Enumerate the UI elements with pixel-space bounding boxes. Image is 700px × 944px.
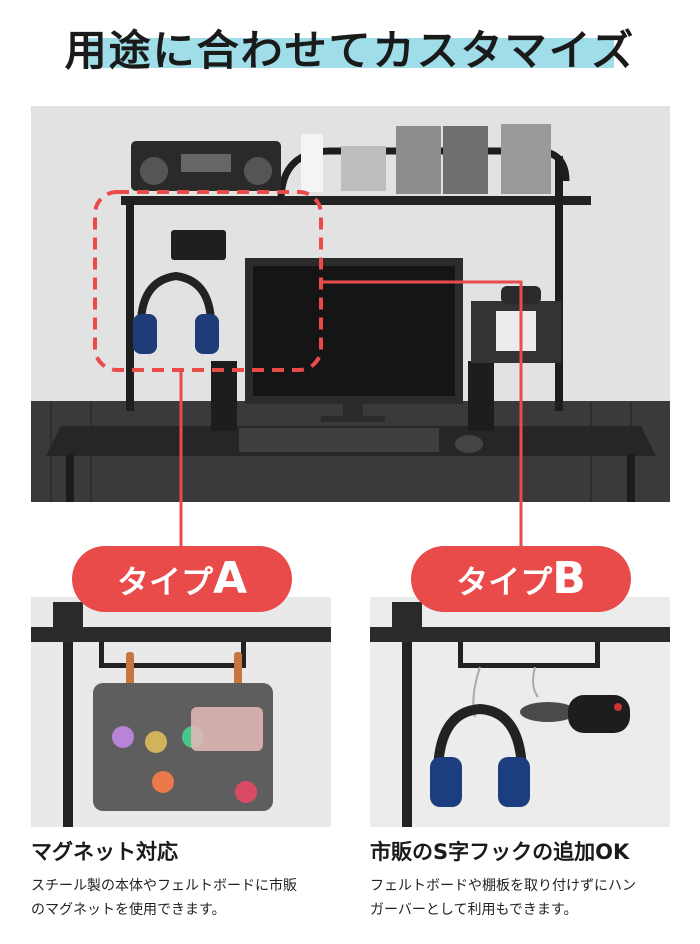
- type-a-heading: マグネット対応: [31, 840, 178, 864]
- type-a-label-prefix: タイプ: [116, 563, 213, 601]
- type-b-photo: [370, 597, 670, 827]
- type-a-label: タイプA: [72, 546, 292, 612]
- desk-setup-photo: [31, 106, 670, 502]
- type-b-heading: 市販のS字フックの追加OK: [370, 840, 630, 864]
- type-b-description-line: ガーバーとして利用もできます。: [370, 902, 578, 918]
- type-a-label-letter: A: [212, 553, 248, 604]
- type-a-photo: [31, 597, 331, 827]
- type-a-description-line: のマグネットを使用できます。: [31, 902, 226, 918]
- type-b-description-line: フェルトボードや棚板を取り付けずにハン: [370, 878, 636, 894]
- type-a-description: スチール製の本体やフェルトボードに市販 のマグネットを使用できます。: [31, 874, 341, 922]
- type-b-label: タイプB: [411, 546, 631, 612]
- page-title: 用途に合わせてカスタマイズ: [64, 26, 636, 75]
- title-highlight: [86, 38, 614, 68]
- type-b-label-prefix: タイプ: [456, 563, 553, 601]
- type-a-description-line: スチール製の本体やフェルトボードに市販: [31, 878, 297, 894]
- type-b-label-letter: B: [552, 553, 586, 604]
- type-b-description: フェルトボードや棚板を取り付けずにハン ガーバーとして利用もできます。: [370, 874, 690, 922]
